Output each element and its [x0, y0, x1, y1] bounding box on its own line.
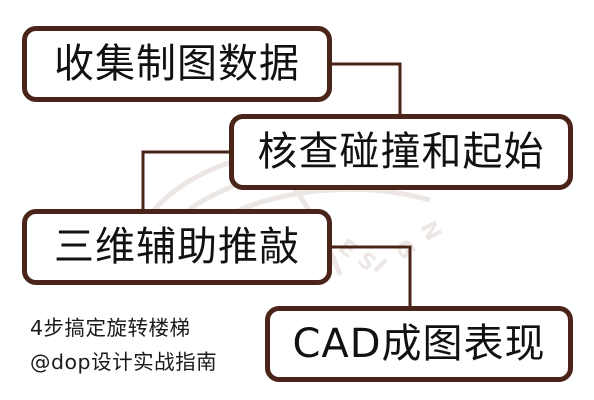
caption-title: 4步搞定旋转楼梯 [30, 316, 191, 340]
step-label: 三维辅助推敲 [54, 224, 300, 270]
step-box-3d-study: 三维辅助推敲 [22, 209, 332, 285]
step-box-check-collision: 核查碰撞和起始 [229, 114, 573, 190]
connector-step3-step4 [330, 245, 412, 308]
connector-step1-step2 [332, 62, 402, 116]
step-box-cad-drawing: CAD成图表现 [265, 306, 573, 382]
caption-author: @dop设计实战指南 [30, 350, 218, 374]
step-label: 核查碰撞和起始 [257, 129, 545, 175]
step-label: 收集制图数据 [54, 41, 300, 87]
step-label: CAD成图表现 [292, 321, 546, 367]
connector-step2-step3 [141, 150, 231, 211]
step-box-collect-data: 收集制图数据 [22, 26, 332, 102]
